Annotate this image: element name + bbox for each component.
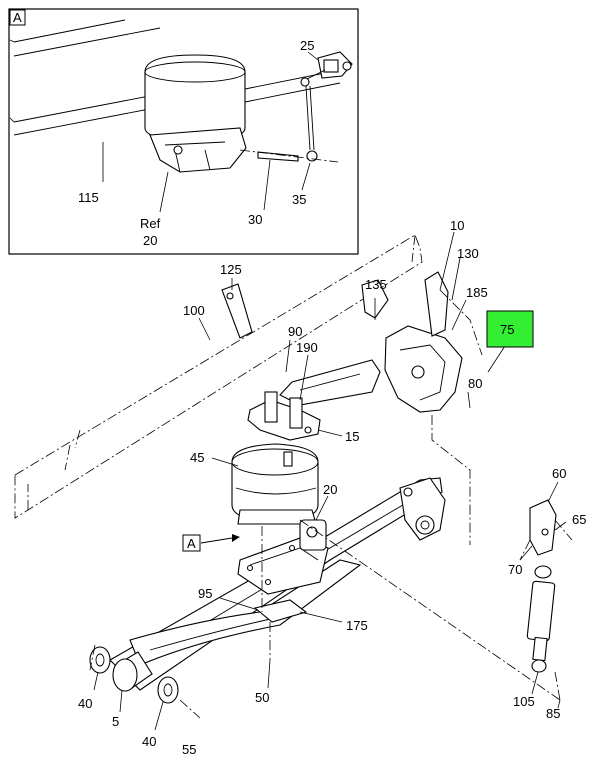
inset-view-a: A	[8, 8, 359, 255]
callout-60: 60	[552, 466, 566, 481]
spring-seat	[237, 519, 329, 595]
shock-absorber	[526, 499, 557, 673]
callout-90: 90	[288, 324, 302, 339]
highlight-box[interactable]	[486, 310, 534, 348]
callout-55: 55	[182, 742, 196, 757]
crossmember-brace	[279, 359, 381, 406]
bracket-125	[221, 283, 253, 339]
callout-75[interactable]: 75	[500, 322, 514, 337]
callout-35: 35	[292, 192, 306, 207]
centerlines	[89, 289, 573, 719]
callout-105: 105	[513, 694, 535, 709]
callout-65: 65	[572, 512, 586, 527]
callout-25: 25	[300, 38, 314, 53]
callout-20: 20	[323, 482, 337, 497]
callout-80: 80	[468, 376, 482, 391]
view-marker-a: A	[182, 534, 240, 552]
callout-190: 190	[296, 340, 318, 355]
callout-45: 45	[190, 450, 204, 465]
callout-175: 175	[346, 618, 368, 633]
callout-40-upper: 40	[78, 696, 92, 711]
callout-115: 115	[78, 190, 99, 205]
callout-100: 100	[183, 303, 205, 318]
spacer-pad	[253, 599, 308, 623]
callout-10: 10	[450, 218, 464, 233]
callout-30: 30	[248, 212, 262, 227]
inset-height-control-valve	[239, 51, 353, 163]
spring-hanger-bracket	[361, 271, 463, 413]
air-spring	[231, 443, 319, 525]
callout-20-inset: 20	[143, 233, 157, 248]
inset-air-spring	[144, 54, 247, 173]
air-spring-bracket	[247, 391, 321, 441]
callout-ref: Ref	[140, 216, 161, 231]
view-marker-label: A	[187, 536, 196, 551]
callout-70: 70	[508, 562, 522, 577]
frame-rail	[14, 234, 423, 519]
callout-95: 95	[198, 586, 212, 601]
callout-5: 5	[112, 714, 119, 729]
callout-50: 50	[255, 690, 269, 705]
inset-label: A	[13, 10, 22, 25]
spring-eye-bushing	[89, 646, 179, 704]
callout-40-lower: 40	[142, 734, 156, 749]
highlighted-callout-75[interactable]: 75	[486, 310, 534, 348]
leader-lines	[93, 231, 567, 731]
callout-185: 185	[466, 285, 488, 300]
callout-135: 135	[365, 277, 387, 292]
callout-130: 130	[457, 246, 479, 261]
callout-15: 15	[345, 429, 359, 444]
callout-125: 125	[220, 262, 242, 277]
callout-85: 85	[546, 706, 560, 721]
